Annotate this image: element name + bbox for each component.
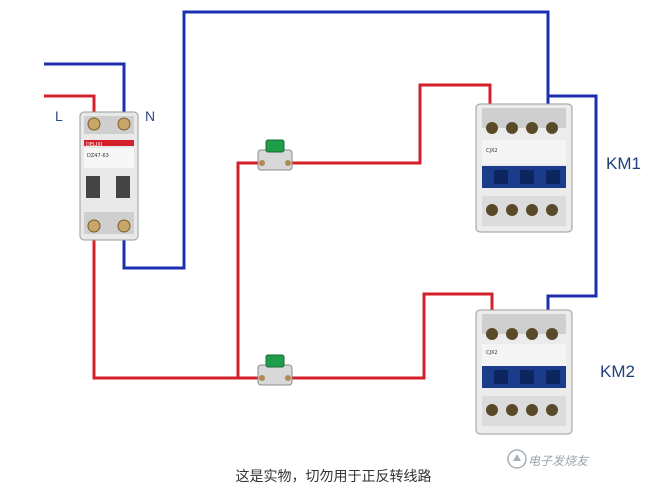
watermark-logo-icon <box>507 449 527 469</box>
push-button-2[interactable] <box>257 354 293 386</box>
caption-text: 这是实物，切勿用于正反转线路 <box>235 469 432 485</box>
neutral-km1-to-km2-wire <box>546 94 598 316</box>
button2-to-km2-coil-wire <box>290 292 494 380</box>
neutral-breaker-to-km-wire <box>122 10 550 270</box>
neutral-label: N <box>145 108 156 124</box>
km1-model-text: CJX2 <box>486 148 498 154</box>
km1-label: KM1 <box>606 154 641 173</box>
breaker-model-text: DZ47-63 <box>87 153 109 159</box>
push-button-1[interactable] <box>257 139 293 171</box>
contactor-km1[interactable] <box>475 103 573 233</box>
live-label: L <box>55 108 63 124</box>
watermark-text: 电子发烧友 <box>528 454 589 468</box>
neutral-supply-wire <box>44 62 126 120</box>
km2-label: KM2 <box>600 362 635 381</box>
circuit-breaker[interactable] <box>79 111 139 241</box>
km2-model-text: CJX2 <box>486 350 498 356</box>
button1-to-km1-coil-wire <box>290 83 492 165</box>
breaker-brand-text: DELIXI <box>86 142 102 148</box>
contactor-km2[interactable] <box>475 309 573 435</box>
